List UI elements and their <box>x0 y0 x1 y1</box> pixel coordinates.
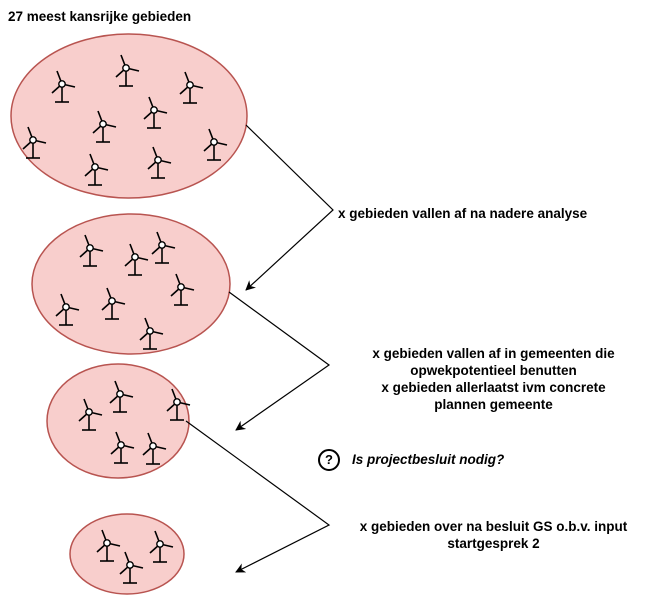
step-label-2-line: plannen gemeente <box>434 397 553 412</box>
step-label-2-line: x gebieden vallen af in gemeenten die <box>372 346 615 361</box>
question-text: Is projectbesluit nodig? <box>352 452 505 467</box>
step-label-3: x gebieden over na besluit GS o.b.v. inp… <box>326 518 661 552</box>
area-stage-4 <box>69 513 185 595</box>
step-label-1-line: x gebieden vallen af na nadere analyse <box>338 206 588 221</box>
question-circle-icon: ? <box>318 449 340 471</box>
step-label-2-line: x gebieden allerlaatst ivm concrete <box>381 380 606 395</box>
step-label-3-line: startgesprek 2 <box>447 536 540 551</box>
step-label-2-line: opwekpotentieel benutten <box>410 363 577 378</box>
area-stage-2 <box>31 213 231 355</box>
step-label-1: x gebieden vallen af na nadere analyse <box>338 205 587 222</box>
connector-3 <box>185 420 331 573</box>
diagram-title: 27 meest kansrijke gebieden <box>8 9 192 24</box>
step-label-3-line: x gebieden over na besluit GS o.b.v. inp… <box>359 519 628 534</box>
step-label-2: x gebieden vallen af in gemeenten die op… <box>331 345 656 413</box>
connector-2 <box>228 291 331 431</box>
area-stage-3 <box>46 363 190 479</box>
connector-1 <box>245 124 334 291</box>
area-stage-1 <box>10 33 248 199</box>
